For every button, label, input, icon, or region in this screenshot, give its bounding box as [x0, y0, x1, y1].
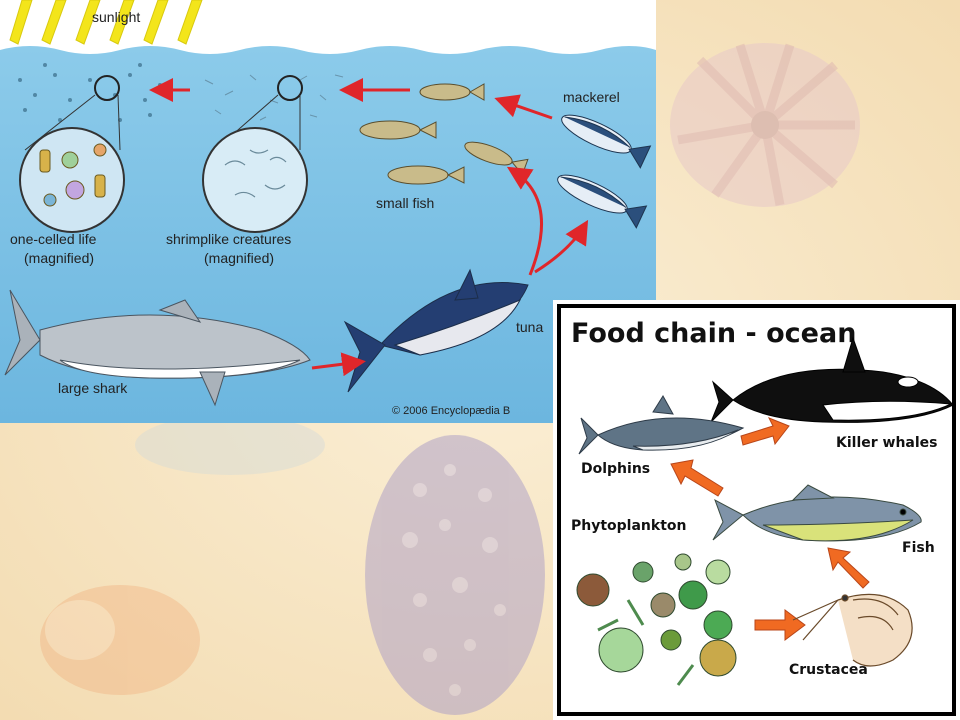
arrow-shark-to-tuna	[311, 352, 366, 377]
arrow-phytoplankton-to-crustacea	[754, 609, 806, 641]
small-fish-label: small fish	[376, 195, 434, 211]
phytoplankton-cluster-icon	[576, 553, 737, 686]
shrimplike-creatures-label: shrimplike creatures	[166, 231, 291, 247]
arrow-dolphins-to-killer-whales	[740, 417, 790, 446]
arrow-tuna-to-mackerel	[534, 219, 589, 274]
pale-shell-decoration	[135, 415, 325, 475]
food-chain-ocean-diagram: Food chain - ocean Killer whales Dolphin…	[553, 300, 960, 720]
shrimplike-creatures-sublabel: (magnified)	[204, 250, 274, 266]
large-shark-label: large shark	[58, 380, 128, 396]
orange-arrows	[670, 417, 870, 641]
fish-label: Fish	[902, 540, 935, 556]
magnify-circle-shrimp	[277, 75, 303, 101]
large-shark-icon	[4, 289, 311, 407]
one-celled-life-label: one-celled life	[10, 231, 97, 247]
crustacea-shrimp-icon	[792, 593, 913, 667]
arrow-mackerel-to-small-fish	[494, 94, 553, 120]
ocean-food-web-diagram: sunlight one-celled life (magnified)	[0, 0, 656, 423]
snail-shell-decoration	[40, 585, 200, 695]
arrow-fish-to-dolphins	[670, 459, 724, 497]
mackerel-label: mackerel	[563, 89, 620, 105]
copyright-text: © 2006 Encyclopædia B	[392, 405, 510, 417]
shrimplike-creatures-magnified	[202, 127, 308, 233]
dolphins-label: Dolphins	[581, 461, 650, 477]
killer-whale-icon	[710, 336, 954, 423]
magnify-circle-small	[94, 75, 120, 101]
arrow-crustacea-to-fish	[827, 547, 870, 589]
dolphin-icon	[578, 395, 745, 455]
crustacea-label: Crustacea	[789, 662, 868, 678]
fish-icon	[712, 484, 922, 542]
arrow-tuna-to-small-fish	[506, 166, 543, 276]
one-celled-life-sublabel: (magnified)	[24, 250, 94, 266]
sunlight-rays-icon	[9, 0, 203, 45]
phytoplankton-label: Phytoplankton	[571, 518, 687, 534]
food-chain-title: Food chain - ocean	[571, 318, 856, 349]
sea-urchin-decoration	[365, 435, 545, 715]
scallop-shell-decoration	[670, 43, 860, 207]
small-fish-group	[359, 83, 529, 185]
killer-whales-label: Killer whales	[836, 435, 938, 451]
tuna-label: tuna	[516, 319, 543, 335]
one-celled-life-magnified	[19, 127, 125, 233]
sunlight-label: sunlight	[92, 9, 140, 25]
mackerel-group	[557, 114, 652, 229]
